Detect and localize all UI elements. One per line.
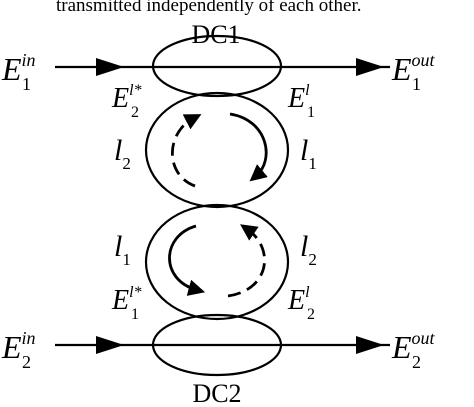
loop-lower-right-label: l2	[300, 230, 317, 269]
coupler-ellipse-top	[151, 34, 283, 98]
field-top-left-label: El*2	[111, 82, 142, 121]
loop-lower-left-label: l1	[114, 230, 131, 269]
arrow-in1	[96, 58, 124, 76]
ring-upper	[144, 91, 290, 209]
lower-ring-solid-arrow	[168, 224, 206, 296]
arrow-in2	[96, 336, 124, 354]
ring-lower	[144, 203, 290, 321]
coupler-label-top: DC1	[191, 20, 240, 49]
upper-ring-dashed-arrow	[171, 114, 202, 188]
upper-ring-solid-arrow	[229, 112, 268, 182]
coupler-label-bottom: DC2	[192, 379, 241, 407]
loop-upper-right-label: l1	[300, 134, 317, 173]
loop-upper-left-label: l2	[114, 134, 131, 173]
lower-ring-dashed-arrow	[227, 224, 266, 298]
arrow-out1	[356, 58, 384, 76]
caption-fragment: transmitted independently of each other.	[56, 0, 361, 16]
coupler-ellipse-bottom	[151, 313, 283, 377]
arrow-out2	[356, 336, 384, 354]
field-bottom-left-label: El*1	[111, 284, 142, 323]
